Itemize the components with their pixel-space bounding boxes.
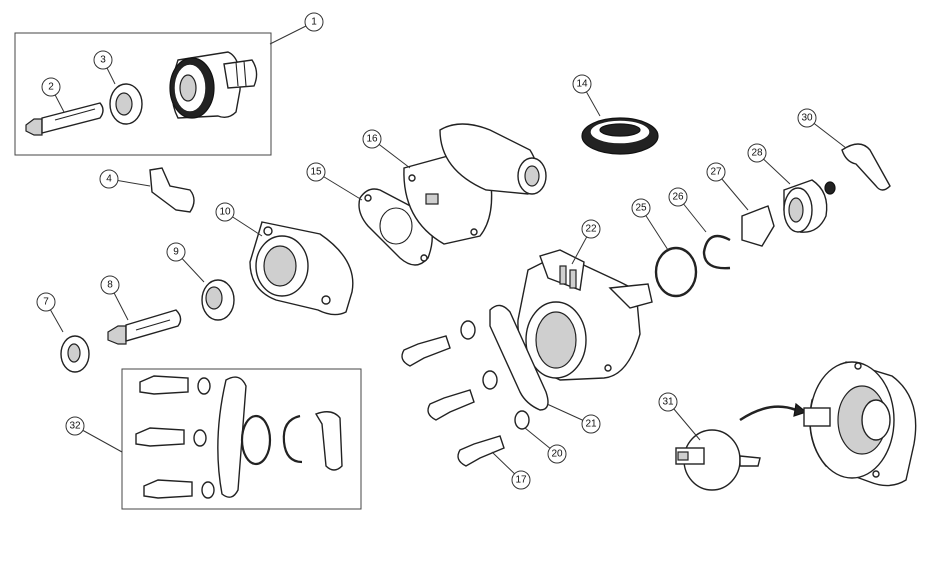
callout-8: 8 [100, 275, 129, 321]
callout-2: 2 [41, 77, 65, 113]
part-3-washer [109, 83, 143, 125]
callout-circle [306, 162, 326, 182]
callout-30: 30 [797, 108, 847, 149]
kit-32-contents [135, 375, 343, 499]
callout-circle [65, 416, 85, 436]
callout-circle [93, 50, 113, 70]
callout-9: 9 [166, 242, 205, 283]
callout-number: 10 [219, 207, 231, 218]
callout-number: 7 [43, 297, 49, 308]
callout-circle [100, 275, 120, 295]
callout-number: 27 [710, 167, 722, 178]
assembled-view [803, 361, 917, 487]
kit-box-top [14, 32, 272, 156]
callout-circle [581, 414, 601, 434]
callout-15: 15 [306, 162, 363, 201]
callout-3: 3 [93, 50, 116, 85]
callout-number: 32 [69, 421, 81, 432]
callout-number: 4 [106, 174, 112, 185]
callout-25: 25 [631, 198, 669, 251]
callout-number: 9 [173, 247, 179, 258]
callout-circle [547, 444, 567, 464]
part-10-housing [249, 221, 354, 316]
part-7-washer [60, 335, 90, 373]
callout-32: 32 [65, 416, 123, 453]
part-4-bracket [149, 167, 195, 213]
part-1-flange-fitting [169, 51, 258, 119]
callout-circle [706, 162, 726, 182]
part-26-snap-ring [702, 234, 731, 270]
callout-number: 20 [551, 449, 563, 460]
callout-circle [304, 12, 324, 32]
callout-circle [658, 392, 678, 412]
callout-circle [572, 74, 592, 94]
callout-circle [166, 242, 186, 262]
callout-number: 22 [585, 224, 597, 235]
callout-number: 21 [585, 419, 597, 430]
part-9-bushing [201, 279, 235, 321]
callout-circle [511, 470, 531, 490]
callout-26: 26 [668, 187, 707, 233]
callout-circle [36, 292, 56, 312]
part-22-main-housing [517, 249, 653, 381]
callout-circle [581, 219, 601, 239]
part-30-sleeve [841, 143, 891, 191]
callout-circle [99, 169, 119, 189]
callout-number: 17 [515, 475, 527, 486]
callout-4: 4 [99, 169, 151, 189]
callout-number: 1 [311, 17, 317, 28]
callout-number: 14 [576, 79, 588, 90]
callout-20: 20 [524, 427, 567, 464]
callout-22: 22 [571, 219, 601, 265]
part-8-shaft [107, 309, 182, 345]
callout-number: 31 [662, 397, 674, 408]
callout-layer: 1 2 3 4 7 8 9 10 14 15 16 17 20 21 22 25 26 27 28 30 31 32 [36, 12, 847, 490]
callout-circle [797, 108, 817, 128]
callout-31: 31 [658, 392, 701, 441]
part-17-bolts [401, 335, 505, 467]
part-14-grommet [581, 117, 659, 155]
part-16-valve-body [403, 123, 547, 245]
callout-circle [215, 202, 235, 222]
part-31-sensor-assembly [675, 402, 808, 491]
callout-circle [362, 129, 382, 149]
callout-number: 2 [48, 82, 54, 93]
callout-circle [668, 187, 688, 207]
callout-14: 14 [572, 74, 601, 117]
callout-28: 28 [747, 143, 791, 185]
callout-circle [41, 77, 61, 97]
callout-21: 21 [546, 403, 601, 434]
callout-10: 10 [215, 202, 263, 237]
callout-number: 16 [366, 134, 378, 145]
callout-number: 15 [310, 167, 322, 178]
callout-number: 3 [100, 55, 106, 66]
callout-circle [631, 198, 651, 218]
part-20-lock-washers [460, 320, 530, 430]
callout-circle [747, 143, 767, 163]
callout-16: 16 [362, 129, 411, 169]
part-25-o-ring [654, 246, 698, 298]
callout-number: 30 [801, 113, 813, 124]
callout-number: 26 [672, 192, 684, 203]
kit-box-bottom [121, 368, 362, 510]
part-21-clamp-ring [489, 304, 549, 411]
callout-number: 25 [635, 203, 647, 214]
callout-1: 1 [269, 12, 324, 45]
callout-17: 17 [491, 451, 531, 490]
callout-number: 28 [751, 148, 763, 159]
callout-number: 8 [107, 280, 113, 291]
part-27-lock-plate [741, 205, 775, 247]
callout-7: 7 [36, 292, 64, 333]
part-28-cap [783, 179, 836, 233]
part-2-shaft [25, 102, 104, 136]
callout-27: 27 [706, 162, 749, 211]
